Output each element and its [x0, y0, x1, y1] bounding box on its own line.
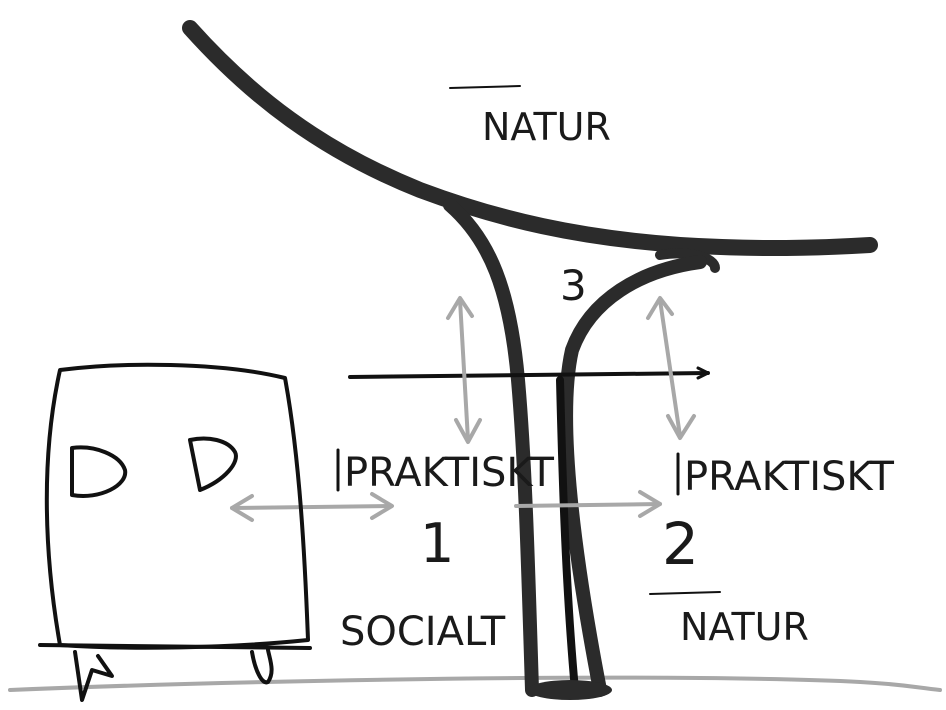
character-eye-left: [70, 445, 128, 498]
horizontal-arrow-left: [230, 504, 392, 510]
vertical-arrow-right: [658, 298, 682, 438]
horizontal-arrow-left-head-left: [230, 494, 254, 522]
vertical-arrow-left-head-top: [446, 296, 474, 320]
label-socialt: SOCIALT: [340, 609, 506, 655]
horizontal-arrow-right-head: [638, 490, 662, 518]
ground-line: [8, 675, 942, 692]
inner-trunk: [556, 376, 579, 694]
label-praktiskt-left: PRAKTISKT: [344, 450, 555, 496]
top-branch: [182, 20, 878, 257]
label-number-one: 1: [420, 512, 454, 575]
character-right-leg: [250, 648, 274, 685]
natur-top-overline: [449, 85, 521, 89]
character-left-leg: [73, 650, 114, 702]
label-number-two: 2: [662, 510, 699, 578]
horizontal-arrow-right: [514, 502, 662, 508]
level-line: [348, 371, 710, 379]
label-number-three: 3: [560, 261, 587, 310]
label-praktiskt-right: PRAKTISKT: [684, 454, 895, 500]
horizontal-arrow-left-head-right: [370, 492, 394, 520]
level-line-arrowhead: [696, 366, 710, 380]
vertical-arrow-right-head-bottom: [666, 414, 696, 440]
character-body: [44, 362, 310, 650]
vertical-arrow-left: [458, 298, 470, 442]
character-eye-right: [188, 436, 238, 492]
natur-bottom-overline: [649, 591, 721, 595]
label-natur-top: NATUR: [482, 105, 611, 149]
vertical-arrow-left-head-bottom: [454, 418, 482, 444]
label-natur-bottom: NATUR: [680, 605, 809, 649]
left-trunk: [443, 198, 539, 697]
character-base-line: [38, 643, 312, 650]
right-trunk: [559, 255, 707, 697]
vertical-arrow-right-head-top: [646, 296, 674, 320]
trunk-base: [528, 680, 612, 700]
